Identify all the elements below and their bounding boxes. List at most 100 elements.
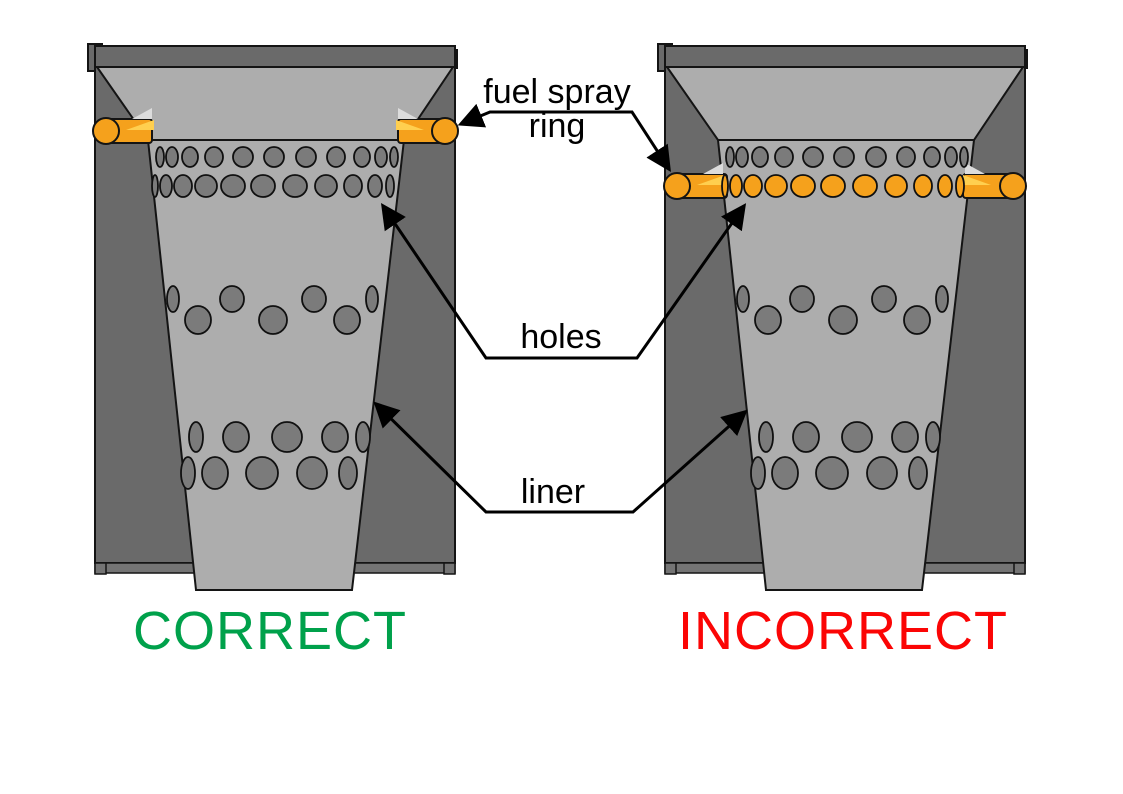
liner-hole	[925, 421, 941, 453]
liner-hole	[204, 146, 224, 168]
fuel-spray-ring-incorrect	[663, 163, 1027, 200]
liner-hole	[751, 146, 769, 168]
liner-hole	[271, 421, 303, 453]
fuel-spray-hole	[884, 174, 908, 198]
liner-hole	[184, 305, 212, 335]
liner-hole	[333, 305, 361, 335]
liner-leader	[373, 401, 748, 514]
liner-hole	[245, 456, 279, 490]
liner-hole	[815, 456, 849, 490]
liner-label: liner	[521, 473, 585, 511]
liner-hole	[389, 146, 399, 168]
fuel-ring-cap-right	[431, 117, 459, 145]
fuel-spray-ring-label-line2: ring	[529, 107, 586, 145]
liner-hole	[365, 285, 379, 313]
liner-hole	[789, 285, 815, 313]
liner-hole	[258, 305, 288, 335]
fuel-spray-ring-leader	[457, 103, 671, 172]
callout-leaders	[373, 103, 748, 514]
liner-hole	[771, 456, 799, 490]
liner-hole	[155, 146, 165, 168]
liner-hole	[750, 456, 766, 490]
fuel-spray-hole	[820, 174, 846, 198]
liner-hole	[758, 421, 774, 453]
liner-hole	[736, 285, 750, 313]
correct-verdict-label: CORRECT	[133, 601, 407, 661]
liner-hole	[220, 174, 246, 198]
liner-hole	[935, 285, 949, 313]
liner-hole	[865, 146, 887, 168]
liner-hole	[151, 174, 159, 198]
liner-hole	[355, 421, 371, 453]
spray-cone	[132, 108, 152, 119]
fuel-ring-cap-left	[663, 172, 691, 200]
liner-hole	[250, 174, 276, 198]
liner-hole	[802, 146, 824, 168]
liner-hole	[222, 421, 250, 453]
incorrect-verdict-label: INCORRECT	[678, 601, 1008, 661]
spray-cone	[703, 163, 723, 174]
callout-labels: fuel spray ring holes liner	[483, 73, 630, 511]
fuel-spray-hole	[913, 174, 933, 198]
fuel-spray-ring-label-line1: fuel spray	[483, 73, 630, 111]
liner-hole	[314, 174, 338, 198]
liner-hole	[866, 456, 898, 490]
liner-hole	[181, 146, 199, 168]
casing-top-bar	[94, 45, 456, 68]
fuel-ring-cap-right	[999, 172, 1027, 200]
holes-correct	[151, 146, 399, 490]
liner-hole	[165, 146, 179, 168]
liner-hole	[833, 146, 855, 168]
fuel-glow	[396, 120, 424, 130]
liner-hole	[282, 174, 308, 198]
liner-hole	[295, 146, 317, 168]
fuel-spray-hole	[764, 174, 788, 198]
liner-hole	[296, 456, 328, 490]
fuel-spray-hole	[721, 174, 729, 198]
fuel-spray-hole	[729, 174, 743, 198]
liner-hole	[194, 174, 218, 198]
holes-leader	[380, 203, 747, 360]
liner-hole	[338, 456, 358, 490]
liner-hole	[385, 174, 395, 198]
liner-hole	[903, 305, 931, 335]
liner-hole	[159, 174, 173, 198]
fuel-ring-cap-left	[92, 117, 120, 145]
spray-cone	[965, 163, 985, 174]
casing-top-bar	[664, 45, 1026, 68]
liner-hole	[944, 146, 958, 168]
liner-hole	[301, 285, 327, 313]
liner-hole	[374, 146, 388, 168]
correct-assembly	[87, 43, 459, 591]
liner-hole	[232, 146, 254, 168]
verdict-labels: CORRECT INCORRECT	[133, 601, 1008, 661]
holes-label: holes	[520, 318, 601, 356]
liner-hole	[263, 146, 285, 168]
liner-hole	[353, 146, 371, 168]
liner-hole	[725, 146, 735, 168]
liner-hole	[896, 146, 916, 168]
liner-hole	[908, 456, 928, 490]
liner-hole	[841, 421, 873, 453]
liner-hole	[828, 305, 858, 335]
liner-hole	[219, 285, 245, 313]
liner-hole	[871, 285, 897, 313]
fuel-spray-hole	[852, 174, 878, 198]
liner-hole	[201, 456, 229, 490]
fuel-spray-hole	[790, 174, 816, 198]
liner-hole	[774, 146, 794, 168]
spray-cone	[398, 108, 418, 119]
holes-incorrect	[721, 146, 969, 490]
liner-hole	[166, 285, 180, 313]
casing-bottom-notch-right	[443, 562, 456, 575]
casing-bottom-notch-right	[1013, 562, 1026, 575]
liner-hole	[367, 174, 383, 198]
liner-hole	[792, 421, 820, 453]
liner-hole	[321, 421, 349, 453]
liner-hole	[343, 174, 363, 198]
fuel-spray-hole	[937, 174, 953, 198]
liner-hole	[923, 146, 941, 168]
casing-bottom-notch-left	[664, 562, 677, 575]
